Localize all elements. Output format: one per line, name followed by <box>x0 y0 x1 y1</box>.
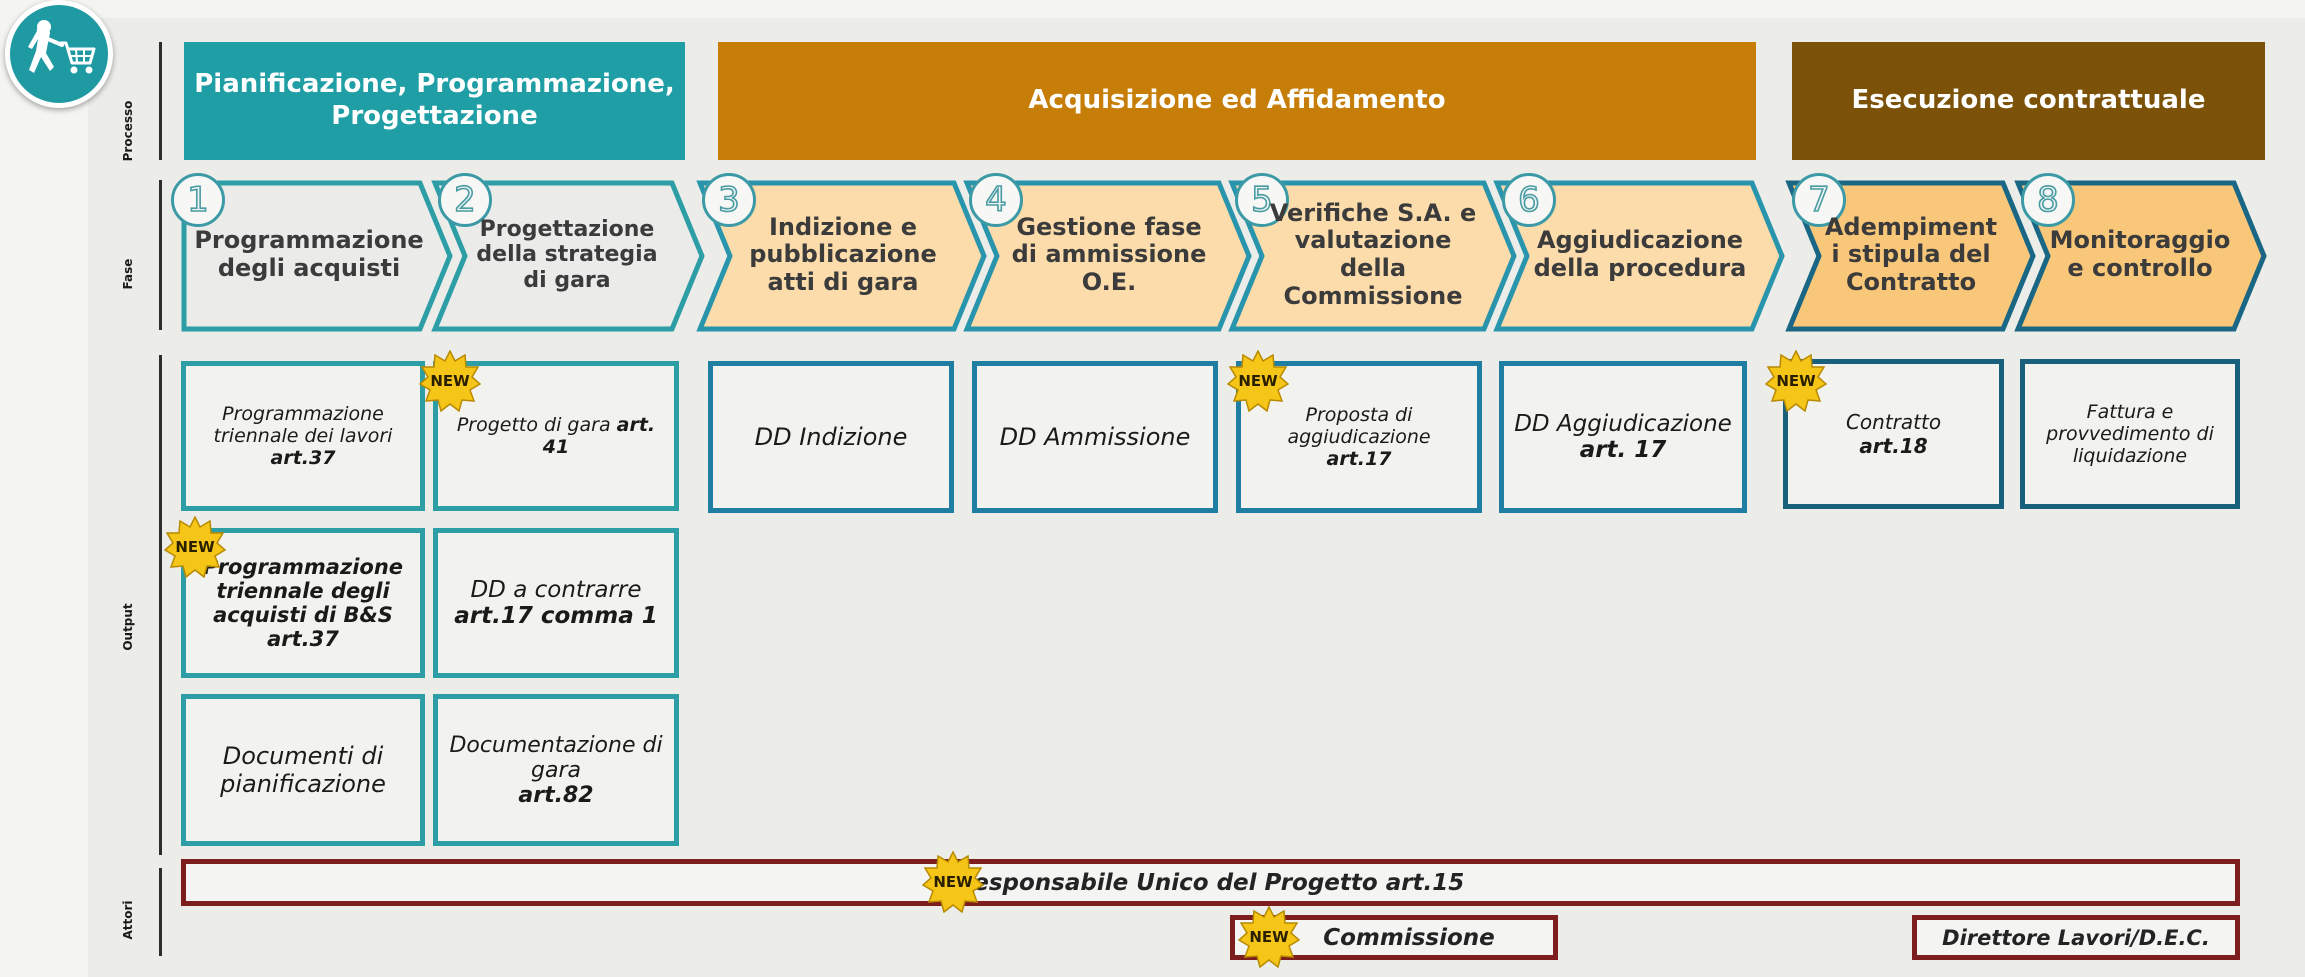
step-number-1: 1 <box>171 173 225 227</box>
new-badge: NEW <box>1238 906 1300 968</box>
new-badge-icon <box>1238 906 1300 968</box>
output-programmazione-acquisti: Programmazione triennale degli acquisti … <box>181 528 425 678</box>
new-badge-text: NEW <box>1776 372 1816 390</box>
output-dd-aggiudicazione-text: DD Aggiudicazione <box>1514 411 1732 437</box>
step-label-1: Programmazione degli acquisti <box>194 226 424 282</box>
new-badge-text: NEW <box>430 372 470 390</box>
step-chevron-1 <box>181 180 453 332</box>
new-badge-icon <box>419 350 481 412</box>
procurement-logo <box>5 0 113 108</box>
step-number-8: 8 <box>2021 173 2075 227</box>
output-programmazione-lavori: Programmazione triennale dei lavori art.… <box>181 361 425 511</box>
step-label-2: Progettazione della strategia di gara <box>476 217 658 293</box>
step-chevron-5 <box>1228 180 1517 332</box>
new-badge-icon <box>1227 350 1289 412</box>
output-dd-contrarre: DD a contrarre art.17 comma 1 <box>433 528 679 678</box>
output-dd-aggiudicazione-art: art. 17 <box>1579 437 1667 463</box>
output-contratto-art: art.18 <box>1859 434 1928 458</box>
output-proposta-aggiudicazione-text: Proposta di aggiudicazione <box>1287 404 1431 448</box>
new-badge-text: NEW <box>175 538 215 556</box>
step-number-2: 2 <box>438 173 492 227</box>
step-number-3: 3 <box>702 173 756 227</box>
step-label-3: Indizione e pubblicazione atti di gara <box>749 212 937 296</box>
output-documentazione-gara: Documentazione di gara art.82 <box>433 694 679 846</box>
step-chevron-2 <box>431 180 705 332</box>
phase-planning-label: Pianificazione, Programmazione, Progetta… <box>194 69 675 131</box>
phase-planning: Pianificazione, Programmazione, Progetta… <box>184 42 685 160</box>
output-fattura-liquidazione-text: Fattura e provvedimento di liquidazione <box>2046 401 2214 467</box>
new-badge: NEW <box>1227 350 1289 412</box>
output-dd-contrarre-art: art.17 comma 1 <box>454 603 658 629</box>
rail-line-attori <box>159 868 162 956</box>
output-programmazione-lavori-text: Programmazione triennale dei lavori <box>213 403 393 447</box>
phase-execution: Esecuzione contrattuale <box>1792 42 2265 160</box>
output-contratto-text: Contratto <box>1845 410 1942 434</box>
step-label-5: Verifiche S.A. e valutazione della Commi… <box>1269 198 1477 310</box>
output-programmazione-lavori-art: art.37 <box>270 447 336 469</box>
rail-line-output <box>159 355 162 855</box>
output-programmazione-acquisti-art: art.37 <box>267 627 339 651</box>
step-chevron-3 <box>696 180 987 332</box>
new-badge: NEW <box>1765 350 1827 412</box>
phase-execution-label: Esecuzione contrattuale <box>1851 85 2206 116</box>
step-chevron-6 <box>1493 180 1785 332</box>
step-label-6: Aggiudicazione della procedura <box>1533 226 1747 282</box>
output-progetto-gara-line: Progetto di gara art. 41 <box>448 414 664 458</box>
shopping-cart-person-icon <box>28 20 96 74</box>
rail-line-fase <box>159 180 162 330</box>
phase-acquisition-label: Acquisizione ed Affidamento <box>1028 85 1446 116</box>
output-proposta-aggiudicazione-art: art.17 <box>1326 448 1392 470</box>
new-badge: NEW <box>164 516 226 578</box>
output-programmazione-acquisti-text: Programmazione triennale degli acquisti … <box>202 555 404 627</box>
step-number-7: 7 <box>1792 173 1846 227</box>
output-documenti-pianificazione: Documenti di pianificazione <box>181 694 425 846</box>
step-number-5: 5 <box>1235 173 1289 227</box>
step-chevron-4 <box>963 180 1252 332</box>
output-dd-indizione-text: DD Indizione <box>754 423 908 451</box>
output-documenti-pianificazione-text: Documenti di pianificazione <box>220 742 386 798</box>
output-fattura-liquidazione: Fattura e provvedimento di liquidazione <box>2020 359 2240 509</box>
output-progetto-gara-text: Progetto di gara <box>456 414 611 436</box>
step-number-4: 4 <box>969 173 1023 227</box>
new-badge: NEW <box>922 851 984 913</box>
actor-direttore: Direttore Lavori/D.E.C. <box>1912 915 2240 960</box>
output-progetto-gara-art: art. 41 <box>542 414 656 458</box>
output-proposta-aggiudicazione: Proposta di aggiudicazione art.17 <box>1236 361 1482 513</box>
output-documentazione-gara-text: Documentazione di gara <box>449 732 663 783</box>
output-documentazione-gara-art: art.82 <box>518 782 594 808</box>
phase-acquisition: Acquisizione ed Affidamento <box>718 42 1756 160</box>
new-badge-icon <box>922 851 984 913</box>
new-badge-icon <box>1765 350 1827 412</box>
new-badge-text: NEW <box>1238 372 1278 390</box>
actor-commissione-label: Commissione <box>1323 924 1495 951</box>
new-badge-text: NEW <box>933 873 973 891</box>
step-chevron-8 <box>2014 180 2267 332</box>
new-badge-icon <box>164 516 226 578</box>
step-chevron-7 <box>1785 180 2036 332</box>
step-label-4: Gestione fase di ammissione O.E. <box>1011 212 1207 296</box>
actor-rup-label: Responsabile Unico del Progetto art.15 <box>956 869 1465 896</box>
output-dd-contrarre-text: DD a contrarre <box>470 577 642 603</box>
output-dd-ammissione: DD Ammissione <box>972 361 1218 513</box>
output-progetto-gara: Progetto di gara art. 41 <box>433 361 679 511</box>
actor-direttore-label: Direttore Lavori/D.E.C. <box>1942 925 2210 950</box>
step-number-6: 6 <box>1502 173 1556 227</box>
output-dd-indizione: DD Indizione <box>708 361 954 513</box>
actor-rup: Responsabile Unico del Progetto art.15 <box>181 859 2240 906</box>
new-badge: NEW <box>419 350 481 412</box>
rail-line-processo <box>159 42 162 160</box>
step-label-7: Adempiment i stipula del Contratto <box>1824 212 1998 296</box>
new-badge-text: NEW <box>1249 928 1289 946</box>
step-label-8: Monitoraggio e controllo <box>2049 226 2231 282</box>
output-dd-ammissione-text: DD Ammissione <box>999 423 1191 451</box>
output-dd-aggiudicazione: DD Aggiudicazione art. 17 <box>1499 361 1747 513</box>
